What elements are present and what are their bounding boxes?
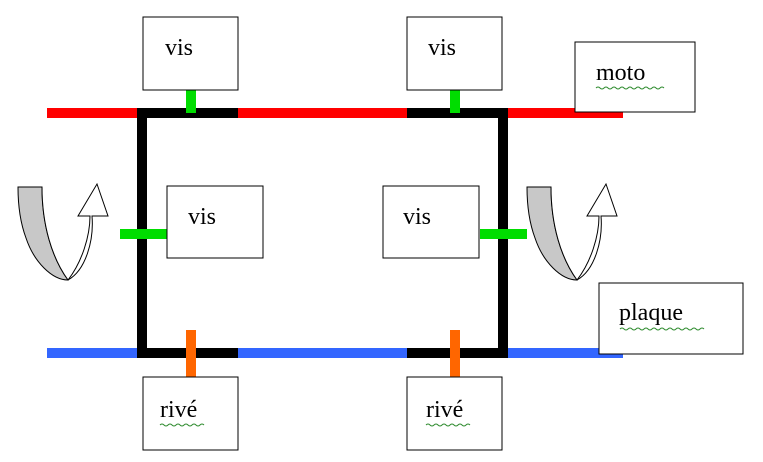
box-moto <box>574 41 696 113</box>
spellcheck-underlines <box>159 86 705 427</box>
box-vis-mid-left <box>166 185 264 259</box>
box-rive-right <box>406 376 503 451</box>
box-rive-left <box>142 376 239 451</box>
box-vis-top-left <box>142 16 239 91</box>
box-vis-mid-right <box>382 185 480 259</box>
label-vis-top-left: vis <box>165 35 193 61</box>
label-plaque: plaque <box>619 300 683 326</box>
label-rive-left: rivé <box>160 397 197 423</box>
label-vis-mid-left: vis <box>188 204 216 230</box>
rotation-arrow-icon <box>526 182 618 281</box>
label-moto: moto <box>596 60 645 86</box>
box-plaque <box>598 282 744 355</box>
rivet-connectors <box>186 330 460 377</box>
rotation-arrow-icon <box>17 182 109 281</box>
box-vis-top-right <box>406 16 503 91</box>
label-rive-right: rivé <box>426 397 463 423</box>
label-vis-top-right: vis <box>428 35 456 61</box>
label-vis-mid-right: vis <box>403 204 431 230</box>
label-boxes <box>142 16 744 451</box>
screw-connectors <box>120 90 527 239</box>
